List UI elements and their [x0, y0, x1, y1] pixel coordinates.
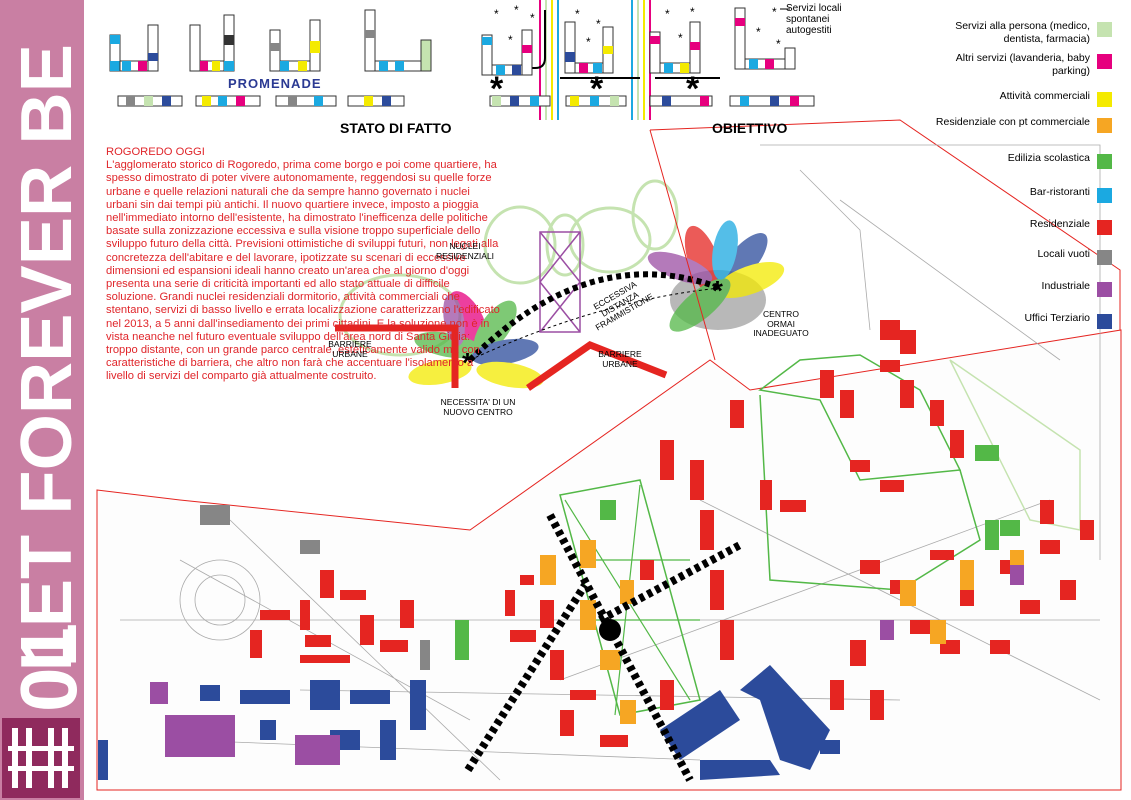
site-map — [96, 119, 1122, 791]
legend-item: Edilizia scolastica — [935, 152, 1120, 184]
legend-item: Bar-ristoranti — [935, 186, 1120, 218]
legend-label: Altri servizi (lavanderia, baby parking) — [955, 52, 1090, 77]
obiettivo-title: OBIETTIVO — [712, 120, 788, 136]
legend-item: Servizi alla persona (medico, dentista, … — [935, 20, 1120, 52]
svg-text:*: * — [776, 37, 781, 51]
label-nuclei: NUCLEI RESIDENZIALI — [435, 241, 495, 261]
svg-text:*: * — [586, 35, 591, 49]
svg-text:*: * — [678, 31, 683, 45]
legend-label: Uffici Terziario — [1024, 312, 1090, 324]
svg-text:*: * — [530, 11, 535, 25]
sidebar-title-text: LET FOREVER BE — [6, 44, 82, 671]
legend-label: Residenziale — [1029, 218, 1090, 230]
svg-text:*: * — [596, 17, 601, 31]
legend-label: Industriale — [1041, 280, 1090, 292]
legend-swatch — [1097, 282, 1112, 297]
legend-label: Bar-ristoranti — [1029, 186, 1090, 198]
stato-di-fatto-title: STATO DI FATTO — [340, 120, 452, 136]
label-barriere-left: BARRIERE URBANE — [328, 339, 372, 359]
promenade-label: PROMENADE — [228, 76, 322, 91]
essay: ROGOREDO OGGI L'agglomerato storico di R… — [106, 146, 501, 384]
essay-heading: ROGOREDO OGGI — [106, 146, 205, 158]
legend-item: Uffici Terziario — [935, 312, 1120, 344]
logo-icon — [8, 728, 74, 788]
stato-di-fatto-diagram — [109, 9, 432, 107]
legend-swatch — [1097, 250, 1112, 265]
legend-label: Edilizia scolastica — [1007, 152, 1090, 164]
legend-swatch — [1097, 118, 1112, 133]
sidebar: LET FOREVER BE 01 — [0, 0, 84, 800]
legend-label: Servizi alla persona (medico, dentista, … — [955, 20, 1090, 45]
legend-swatch — [1097, 188, 1112, 203]
svg-text:*: * — [514, 3, 519, 17]
svg-text:*: * — [690, 5, 695, 19]
sidebar-number: 01 — [4, 623, 84, 712]
servizi-spontanei-label: Servizi locali spontanei autogestiti — [786, 3, 842, 36]
legend-item: Attività commerciali — [935, 90, 1120, 122]
legend-item: Residenziale — [935, 218, 1120, 250]
svg-text:*: * — [575, 7, 580, 21]
legend-swatch — [1097, 314, 1112, 329]
legend-swatch — [1097, 154, 1112, 169]
svg-text:*: * — [756, 25, 761, 39]
svg-text:*: * — [772, 5, 777, 19]
svg-text:*: * — [462, 347, 473, 378]
svg-text:*: * — [712, 275, 723, 306]
essay-body: L'agglomerato storico di Rogoredo, prima… — [106, 159, 500, 383]
svg-text:*: * — [494, 7, 499, 21]
legend-swatch — [1097, 22, 1112, 37]
svg-text:*: * — [508, 33, 513, 47]
legend-swatch — [1097, 54, 1112, 69]
legend-label: Residenziale con pt commerciale — [935, 116, 1090, 128]
legend-item: Industriale — [935, 280, 1120, 312]
legend-label: Locali vuoti — [1037, 248, 1090, 260]
legend-item: Altri servizi (lavanderia, baby parking) — [935, 52, 1120, 84]
obiettivo-diagram: **** *** *** *** * * * — [481, 0, 815, 120]
legend-swatch — [1097, 220, 1112, 235]
legend-item: Residenziale con pt commerciale — [935, 116, 1120, 148]
svg-text:*: * — [665, 7, 670, 21]
legend-swatch — [1097, 92, 1112, 107]
legend-item: Locali vuoti — [935, 248, 1120, 280]
legend-label: Attività commerciali — [999, 90, 1090, 102]
sidebar-title: LET FOREVER BE — [6, 44, 82, 671]
logo — [2, 718, 80, 798]
label-barriere-right: BARRIERE URBANE — [598, 349, 642, 369]
label-necessita: NECESSITA' DI UN NUOVO CENTRO — [440, 397, 516, 417]
label-centro: CENTRO ORMAI INADEGUATO — [753, 309, 809, 338]
